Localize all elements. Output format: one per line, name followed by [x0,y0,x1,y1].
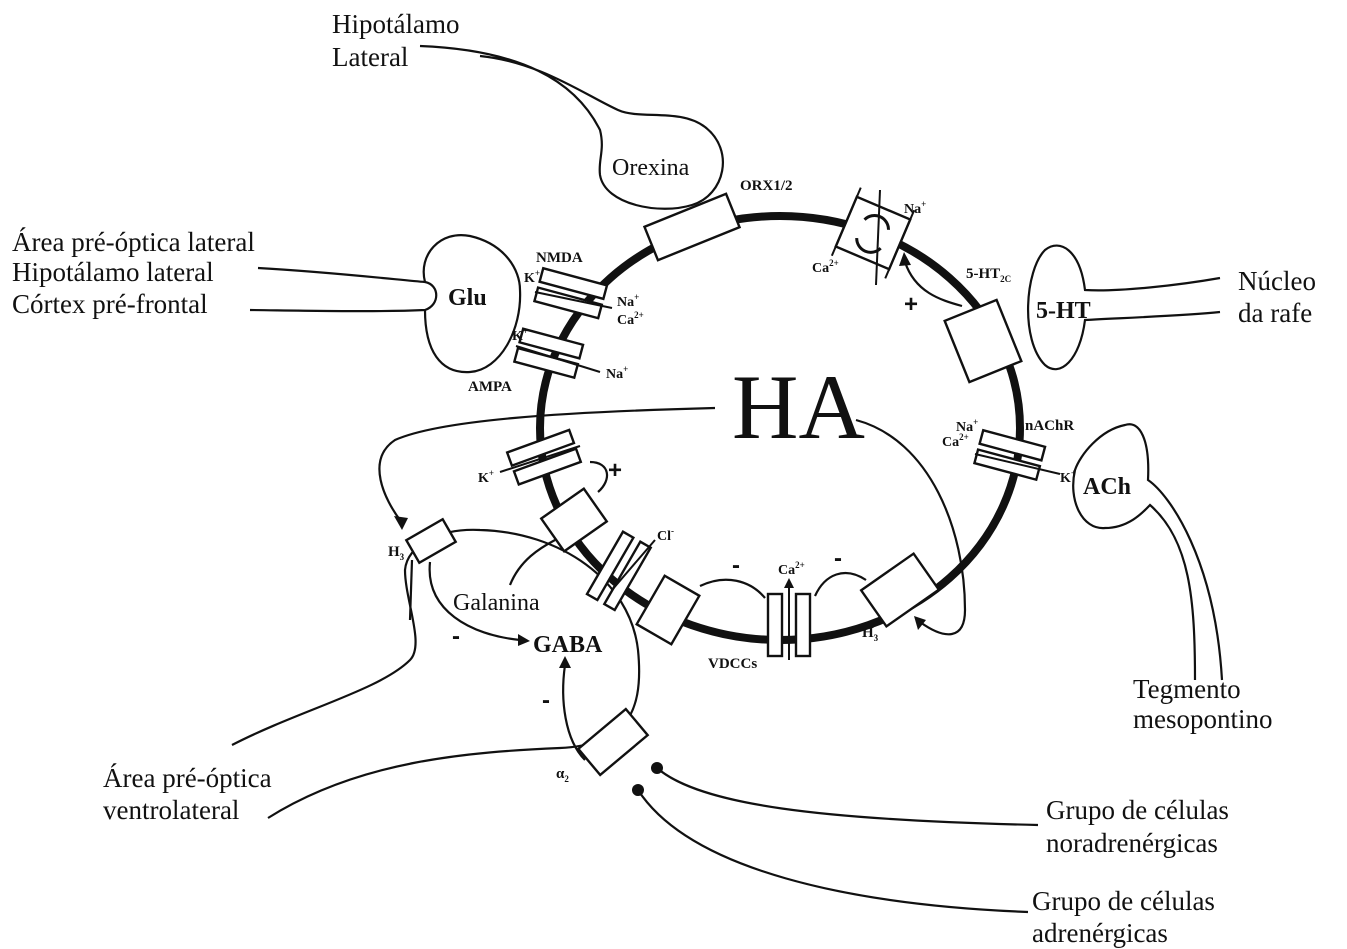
h3-left-label: H3 [388,544,405,562]
vdcc-minus-right [815,573,866,596]
plus-sign-ht2c: + [904,291,918,318]
k-channel-label: K+ [478,468,494,486]
alpha2-label: α2 [556,766,569,784]
minus-sign-vdcc-right: - [834,545,842,572]
adrenergic-label-2: adrenérgicas [1032,918,1168,948]
h3-right-label: H3 [862,625,879,643]
adrenergic-label-1: Grupo de células [1032,886,1215,916]
ach-neuron [1073,424,1222,680]
noradrenergic-label-1: Grupo de células [1046,795,1229,825]
ampa-label: AMPA [468,379,512,395]
noradrenergic-fiber [657,768,1038,825]
galanina-label: Galanina [453,590,540,616]
k-plus-arrow [590,462,607,492]
ha-label: HA [732,356,865,458]
plus-sign-k: + [608,457,622,484]
glu-neuron [250,268,436,311]
cl-label: Cl- [657,526,674,544]
nachr-channel [974,430,1045,479]
noradrenergic-label-2: noradrenérgicas [1046,828,1218,858]
glu-origin-label-1: Área pré-óptica lateral [12,227,255,257]
h3-receptor-left [406,519,455,563]
orexin-neuron [420,46,723,209]
rafe-label-2: da rafe [1238,298,1312,328]
minus-sign-alpha2: - [542,687,550,714]
nmda-label: NMDA [536,250,583,266]
ca-exchanger-label: Ca2+ [812,258,839,276]
ht2c-plus-arrowhead [899,252,911,266]
ampa-channel [514,329,583,378]
vdcc-label: VDCCs [708,656,757,672]
orx-label: ORX1/2 [740,178,793,194]
galanina-arrow [510,540,555,585]
orexina-label: Orexina [612,155,690,181]
minus-sign-h3: - [452,623,460,650]
ach-label: ACh [1083,474,1131,500]
nachr-label: nAChR [1025,418,1074,434]
vdcc-arrowhead [784,578,794,588]
h3-minus-arrowhead [518,634,530,646]
vlpo-label-1: Área pré-óptica [103,763,272,793]
ha-feedback-arrowhead [394,516,408,530]
tegmento-label-2: mesopontino [1133,704,1273,734]
serotonin-label: 5-HT [1036,298,1091,324]
na-exchanger-label: Na+ [904,199,926,217]
k-nmda-label: K+ [524,268,540,286]
alpha2-receptor [578,709,647,775]
adrenergic-fiber [638,790,1028,912]
gaba-receptor [637,576,700,644]
orx-receptor [644,194,739,260]
ca-nmda-label: Ca2+ [617,310,644,328]
na-ampa-label: Na+ [606,364,628,382]
glu-origin-label-2: Hipotálamo lateral [12,257,214,287]
vdcc-minus-left [700,580,765,598]
rafe-label-1: Núcleo [1238,266,1316,296]
minus-sign-vdcc-left: - [732,552,740,579]
h3-receptor-right [861,554,939,627]
glu-origin-label-3: Córtex pré-frontal [12,289,208,319]
ha-h3-arrowhead [914,616,926,630]
ca-vdcc-label: Ca2+ [778,560,805,578]
ht2c-label: 5-HT2C [966,266,1011,284]
vlpo-neuron [232,530,639,818]
hipotalamo-label-1: Hipotálamo [332,9,459,39]
tegmento-label-1: Tegmento [1133,674,1241,704]
vlpo-label-2: ventrolateral [103,795,239,825]
hipotalamo-label-2: Lateral [332,42,408,72]
vdcc-left [768,594,782,656]
vdcc-right [796,594,810,656]
glu-label: Glu [448,285,487,311]
na-nmda-label: Na+ [617,292,639,310]
ca-nachr-label: Ca2+ [942,432,969,450]
gaba-label: GABA [533,632,603,658]
